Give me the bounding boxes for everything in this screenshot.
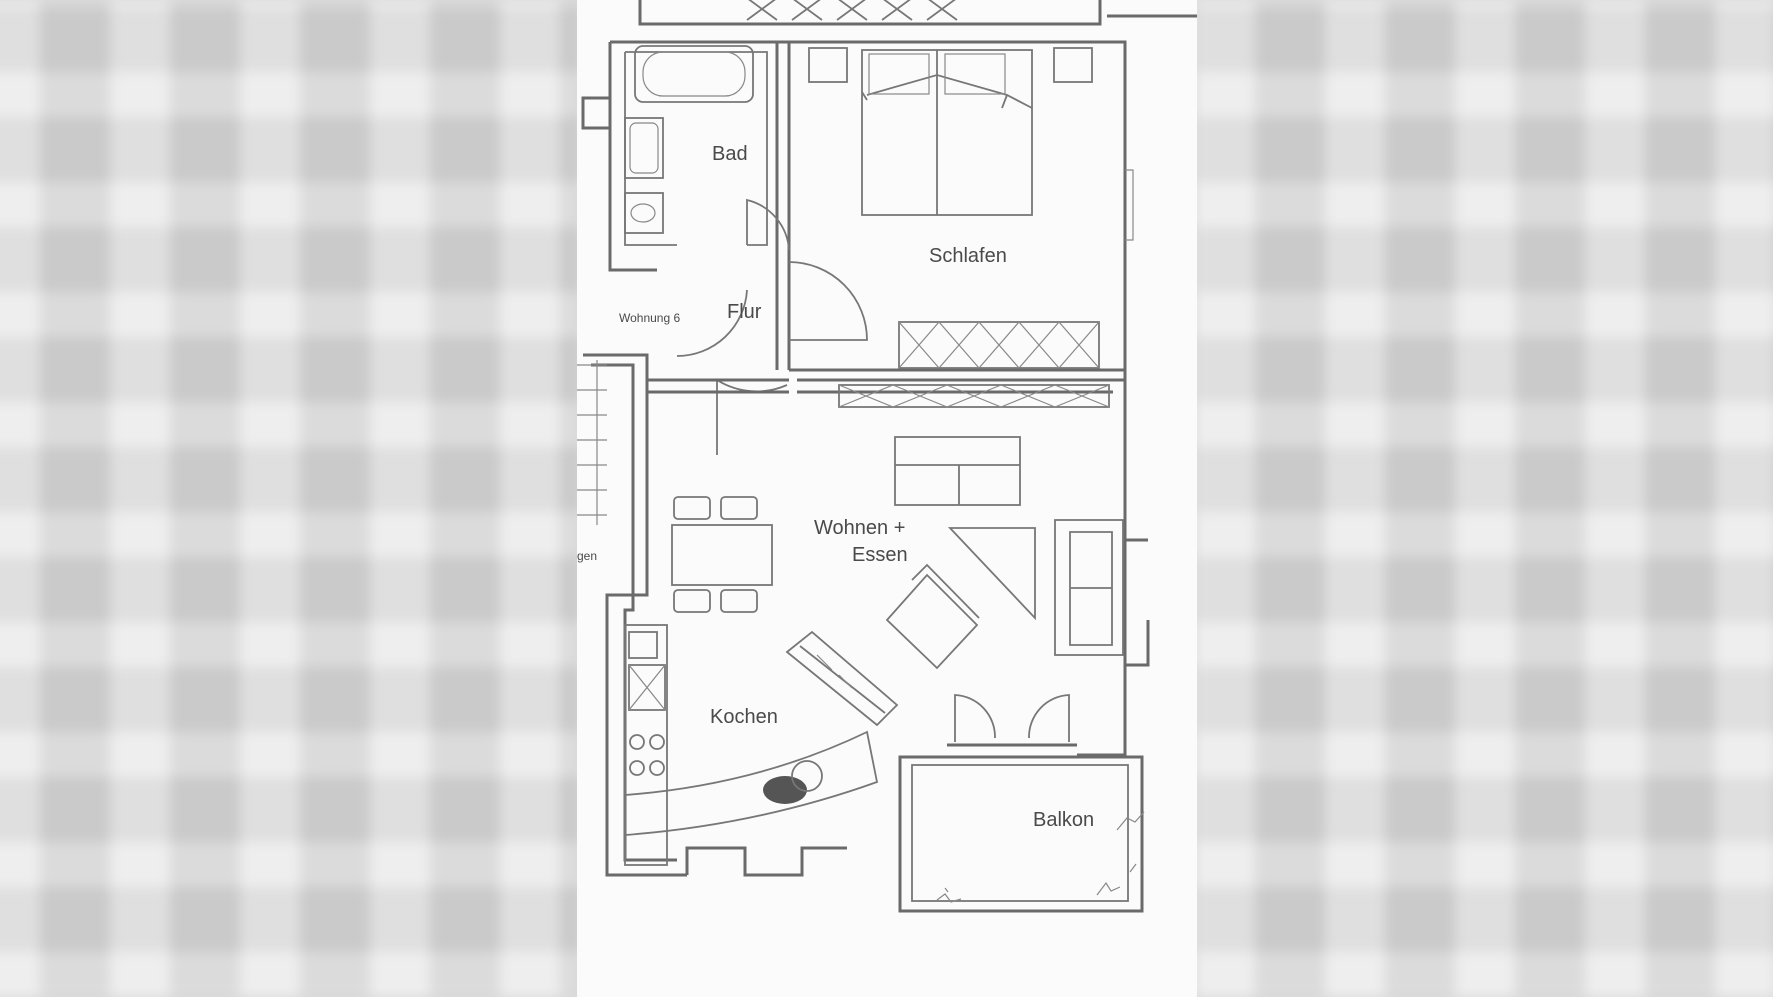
flur-doors: [676, 198, 868, 455]
kochen-room: [624, 624, 899, 866]
blurred-background-right: [1195, 0, 1773, 997]
balkon-area: [898, 755, 1145, 913]
floor-plan-drawing: Bad Schlafen Flur Wohnung 6 Wohnen + Ess…: [577, 0, 1197, 913]
room-labels: Bad Schlafen Flur Wohnung 6 Wohnen + Ess…: [577, 143, 1094, 831]
top-neighbour-wall: [638, 0, 1197, 26]
label-balkon: Balkon: [1033, 809, 1094, 831]
schlafen-room: [775, 42, 1134, 372]
staircase: [577, 360, 607, 525]
label-schlafen: Schlafen: [929, 245, 1007, 267]
label-stair-fragment: gen: [577, 549, 597, 563]
label-essen: Essen: [852, 544, 908, 566]
label-flur: Flur: [727, 301, 762, 323]
blurred-background-left: [0, 0, 580, 997]
label-wohnung: Wohnung 6: [619, 311, 680, 325]
label-kochen: Kochen: [710, 706, 778, 728]
label-wohnen: Wohnen +: [814, 517, 905, 539]
bad-room: [608, 42, 779, 270]
label-bad: Bad: [712, 143, 748, 165]
wohnen-essen-room: [647, 378, 1125, 747]
floor-plan: Bad Schlafen Flur Wohnung 6 Wohnen + Ess…: [577, 0, 1197, 997]
